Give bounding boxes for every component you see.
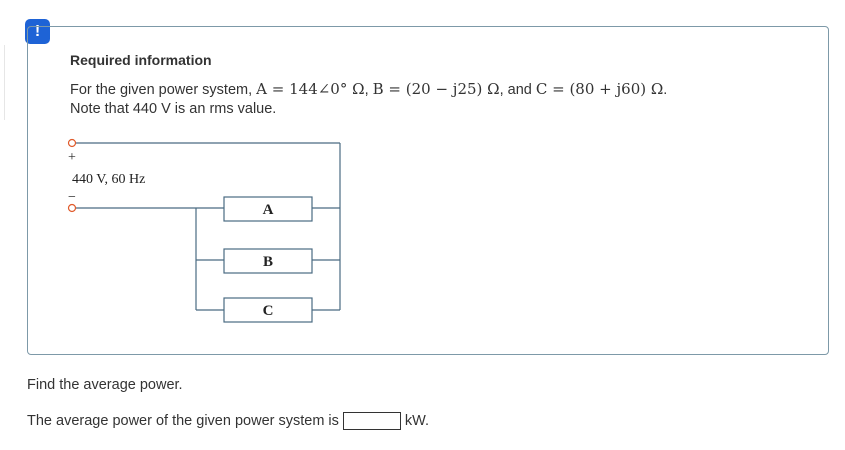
answer-unit: kW. (404, 413, 430, 429)
load-b-label: B (263, 254, 273, 270)
page-edge-divider (0, 45, 5, 120)
load-a-label: A (263, 202, 274, 218)
positive-terminal (67, 138, 77, 148)
negative-terminal (67, 203, 77, 213)
load-c-box (223, 297, 313, 323)
answer-prompt: The average power of the given power sys… (27, 413, 339, 429)
impedance-b: B = (20 − j25) Ω (372, 80, 500, 98)
plus-sign: + (68, 150, 76, 165)
and-text: , and (499, 82, 532, 98)
minus-sign: − (68, 190, 76, 205)
problem-intro: For the given power system, (70, 82, 253, 98)
average-power-input[interactable] (342, 412, 401, 430)
problem-line-1: For the given power system, A = 144∠0° Ω… (70, 80, 668, 98)
load-c-label: C (263, 303, 274, 319)
source-label: 440 V, 60 Hz (72, 172, 145, 187)
load-b-box (223, 248, 313, 274)
circuit-diagram: + − 440 V, 60 Hz A B C (67, 138, 341, 323)
required-information-title: Required information (70, 52, 212, 68)
question-text: Find the average power. (27, 377, 183, 393)
alert-icon: ! (25, 19, 50, 44)
answer-row: The average power of the given power sys… (27, 412, 429, 430)
required-information-card (27, 26, 829, 355)
rms-note: Note that 440 V is an rms value. (70, 101, 277, 117)
load-a-box (223, 196, 313, 222)
impedance-a: A = 144∠0° Ω (256, 80, 365, 98)
problem-statement: For the given power system, A = 144∠0° Ω… (70, 80, 667, 119)
period: . (663, 82, 668, 98)
impedance-c: C = (80 + j60) Ω (535, 80, 664, 98)
